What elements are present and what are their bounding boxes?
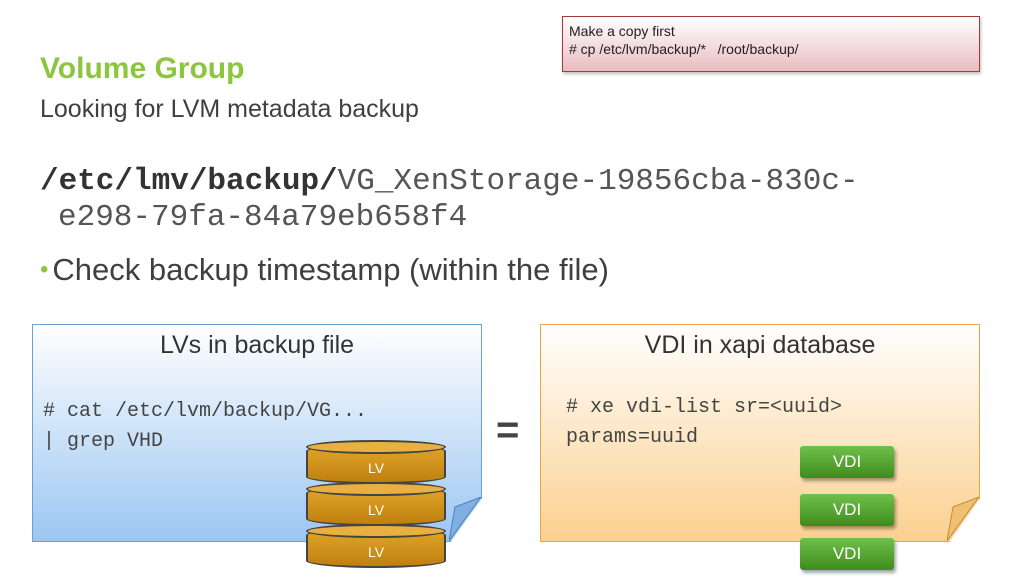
lv-cylinder-icon: LV bbox=[306, 524, 446, 568]
vdi-command-line-2: params=uuid bbox=[566, 426, 699, 449]
equals-sign: = bbox=[496, 408, 520, 452]
bullet-dot-icon: • bbox=[40, 256, 49, 283]
backup-file-path: /etc/lmv/backup/VG_XenStorage-19856cba-8… bbox=[40, 164, 1000, 236]
bullet-text: Check backup timestamp (within the file) bbox=[52, 252, 609, 287]
vdi-block: VDI bbox=[800, 538, 894, 570]
vdi-block: VDI bbox=[800, 446, 894, 478]
lv-stack: LV LV LV bbox=[306, 436, 446, 576]
lvs-command-line-1: # cat /etc/lvm/backup/VG... bbox=[43, 400, 368, 423]
lvs-backup-card: LVs in backup file # cat /etc/lvm/backup… bbox=[32, 324, 482, 542]
page-fold-icon bbox=[947, 497, 979, 541]
bullet-check-timestamp: •Check backup timestamp (within the file… bbox=[40, 252, 609, 288]
vdi-xapi-card: VDI in xapi database # xe vdi-list sr=<u… bbox=[540, 324, 980, 542]
page-fold-icon bbox=[449, 497, 481, 541]
vdi-card-title: VDI in xapi database bbox=[644, 331, 876, 359]
lvs-card-title: LVs in backup file bbox=[159, 331, 355, 359]
note-line-2: # cp /etc/lvm/backup/* /root/backup/ bbox=[569, 41, 799, 57]
path-file-part-1: VG_XenStorage-19856cba-830c- bbox=[337, 164, 859, 199]
lvs-card-command: # cat /etc/lvm/backup/VG... | grep VHD bbox=[43, 397, 367, 457]
path-directory: /etc/lmv/backup/ bbox=[40, 164, 338, 199]
vdi-block: VDI bbox=[800, 494, 894, 526]
lvs-command-line-2: | grep VHD bbox=[43, 430, 164, 453]
lv-cylinder-icon: LV bbox=[306, 440, 446, 484]
slide-subtitle: Looking for LVM metadata backup bbox=[40, 95, 419, 123]
vdi-command-line-1: # xe vdi-list sr=<uuid> bbox=[566, 396, 843, 419]
vdi-card-command: # xe vdi-list sr=<uuid> params=uuid bbox=[566, 393, 842, 453]
slide-title: Volume Group bbox=[40, 52, 245, 85]
note-line-1: Make a copy first bbox=[569, 23, 675, 39]
path-file-part-2: e298-79fa-84a79eb658f4 bbox=[58, 200, 468, 235]
lv-cylinder-icon: LV bbox=[306, 482, 446, 526]
copy-note-callout: Make a copy first # cp /etc/lvm/backup/*… bbox=[562, 16, 980, 72]
